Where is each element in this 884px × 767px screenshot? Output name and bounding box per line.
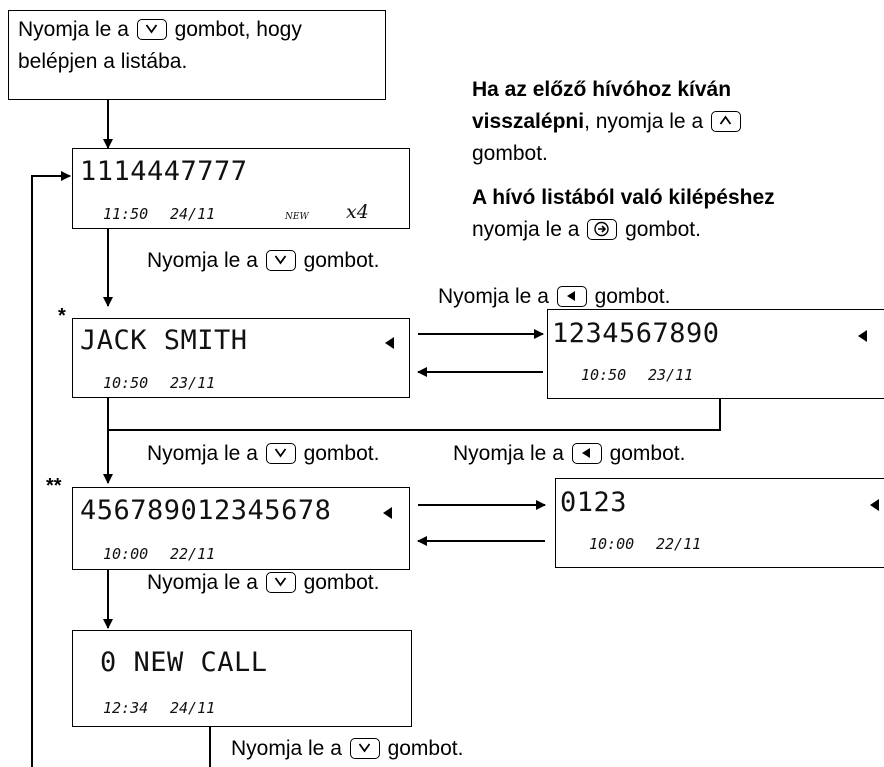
instruction-1: Nyomja le a gombot. [147, 248, 379, 274]
instruction-3-post: gombot. [303, 571, 380, 594]
instruction-left-1-pre: Nyomja le a [438, 285, 549, 308]
intro-line1-pre: Nyomja le a [18, 18, 129, 41]
instruction-left-2-post: gombot. [609, 442, 686, 465]
back-note-line-2: visszalépni, nyomja le a [472, 109, 743, 135]
chevron-down-key-icon [136, 19, 167, 40]
back-note-line-3: gombot. [472, 142, 548, 165]
screen2-time: 10:50 [103, 374, 149, 392]
screen1-new-tag: NEW [285, 212, 309, 222]
instruction-2: Nyomja le a gombot. [147, 441, 379, 467]
loop-back-line [31, 171, 71, 767]
left-triangle-icon [385, 337, 394, 349]
instruction-4-pre: Nyomja le a [231, 737, 342, 760]
instruction-left-2: Nyomja le a gombot. [453, 441, 685, 467]
line-s2b-to-s3 [108, 399, 721, 431]
left-triangle-icon [858, 330, 867, 342]
instruction-1-post: gombot. [303, 249, 380, 272]
back-note-line-1: Ha az előző hívóhoz kíván [472, 78, 732, 101]
chevron-up-key-icon [710, 111, 741, 132]
display-screen-3b [555, 478, 884, 568]
screen2b-number: 1234567890 [552, 318, 720, 349]
screen4-date: 24/11 [170, 699, 216, 717]
screen3b-time: 10:00 [589, 535, 635, 553]
screen3b-number: 0123 [560, 487, 628, 518]
screen2-date: 23/11 [170, 374, 216, 392]
screen3-mark: ** [46, 475, 62, 497]
chevron-down-key-icon [265, 250, 296, 271]
chevron-down-key-icon [265, 443, 296, 464]
left-triangle-key-icon [556, 286, 587, 307]
exit-note-pre: nyomja le a [472, 218, 580, 241]
back-note-rest: , nyomja le a [584, 110, 704, 133]
intro-line-1: Nyomja le a gombot, hogy [18, 17, 302, 43]
left-triangle-key-icon [571, 443, 602, 464]
chevron-down-key-icon [265, 572, 296, 593]
exit-arrow-key-icon [587, 219, 618, 240]
screen1-number: 1114447777 [80, 156, 248, 187]
display-screen-3 [72, 487, 410, 570]
left-triangle-icon [383, 507, 392, 519]
display-screen-2 [72, 318, 410, 398]
instruction-left-1: Nyomja le a gombot. [438, 284, 670, 310]
display-screen-4 [72, 630, 412, 727]
screen3-number: 456789012345678 [80, 495, 332, 526]
instruction-1-pre: Nyomja le a [147, 249, 258, 272]
screen1-time: 11:50 [103, 205, 149, 223]
instruction-2-post: gombot. [303, 442, 380, 465]
chevron-down-key-icon [349, 738, 380, 759]
screen2b-date: 23/11 [648, 366, 694, 384]
instruction-left-1-post: gombot. [594, 285, 671, 308]
exit-note-post: gombot. [625, 218, 701, 241]
screen2-name: JACK SMITH [80, 325, 248, 356]
screen1-date: 24/11 [170, 205, 216, 223]
exit-note-line-2: nyomja le a gombot. [472, 217, 701, 243]
screen4-text: 0 NEW CALL [100, 647, 268, 678]
screen3b-date: 22/11 [656, 535, 702, 553]
intro-line1-post: gombot, hogy [174, 18, 302, 41]
screen2-mark: * [58, 305, 66, 327]
screen1-count: x4 [346, 201, 369, 223]
instruction-3: Nyomja le a gombot. [147, 570, 379, 596]
display-screen-2b [547, 309, 884, 399]
instruction-left-2-pre: Nyomja le a [453, 442, 564, 465]
back-note-bold-2: visszalépni [472, 110, 585, 133]
screen3-date: 22/11 [170, 545, 216, 563]
instruction-3-pre: Nyomja le a [147, 571, 258, 594]
left-triangle-icon [870, 499, 879, 511]
intro-line-2: belépjen a listába. [18, 50, 188, 73]
intro-box [8, 10, 386, 100]
screen3-time: 10:00 [103, 545, 149, 563]
instruction-2-pre: Nyomja le a [147, 442, 258, 465]
screen2b-time: 10:50 [581, 366, 627, 384]
display-screen-1 [72, 148, 410, 229]
exit-note-line-1: A hívó listából való kilépéshez [472, 186, 775, 209]
instruction-4-post: gombot. [387, 737, 464, 760]
screen4-time: 12:34 [103, 699, 149, 717]
instruction-4: Nyomja le a gombot. [231, 736, 463, 762]
